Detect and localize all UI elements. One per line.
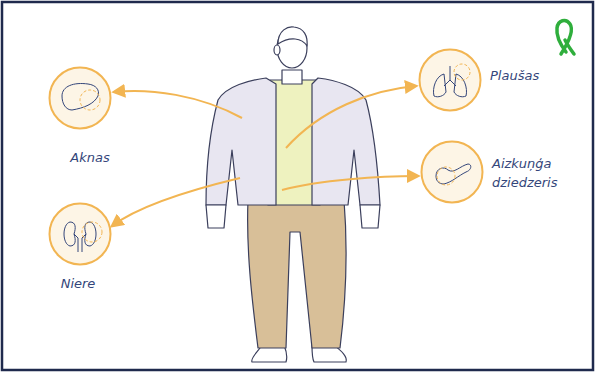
organ-label: Plaušas	[490, 66, 570, 85]
organ-label: Aizkuņģa dziedzeris	[492, 154, 577, 192]
hand	[206, 205, 226, 228]
kidneys-icon	[64, 222, 102, 252]
highlight-ring	[80, 90, 100, 110]
trousers	[248, 200, 346, 348]
lungs-icon	[433, 64, 470, 97]
circle-shape	[422, 142, 483, 203]
kidney	[64, 222, 75, 246]
awareness-ribbon	[557, 21, 574, 54]
ribbon-tail	[565, 40, 574, 54]
lung	[433, 74, 446, 97]
highlight-ring	[454, 64, 470, 80]
ureter	[74, 234, 86, 252]
trachea	[444, 66, 456, 86]
neck	[282, 70, 302, 84]
pancreas-icon	[436, 164, 471, 185]
ear	[274, 45, 280, 55]
highlight-ring	[82, 222, 102, 242]
circle-shape	[50, 68, 111, 129]
hand	[360, 205, 380, 228]
circle-outline	[418, 48, 482, 112]
leader-arrow	[112, 178, 240, 226]
kidney	[85, 222, 96, 246]
organ-circle: Aizkuņģa dziedzeris	[420, 140, 484, 204]
liver-shape	[62, 84, 99, 111]
person	[206, 27, 380, 362]
circle-outline	[48, 202, 112, 266]
hair	[278, 27, 307, 46]
leader-arrow	[114, 91, 242, 118]
circle-outline	[48, 66, 112, 130]
pancreas-shape	[436, 164, 471, 184]
leader-arrow	[282, 176, 418, 190]
organ-circle: Aknas	[48, 66, 112, 130]
circle-shape	[420, 50, 481, 111]
highlight-ring	[437, 167, 455, 185]
jacket-left	[206, 78, 276, 205]
leader-arrow	[286, 86, 416, 148]
circle-shape	[50, 204, 111, 265]
organ-circle: Niere	[48, 202, 112, 266]
jacket-right	[312, 78, 380, 205]
organ-label: Niere	[46, 274, 110, 293]
liver-icon	[62, 84, 100, 111]
leader-arrows	[112, 86, 418, 226]
organ-label: Aknas	[58, 148, 122, 167]
organ-circle: Plaušas	[418, 48, 482, 112]
circle-outline	[420, 140, 484, 204]
lung	[454, 74, 467, 97]
